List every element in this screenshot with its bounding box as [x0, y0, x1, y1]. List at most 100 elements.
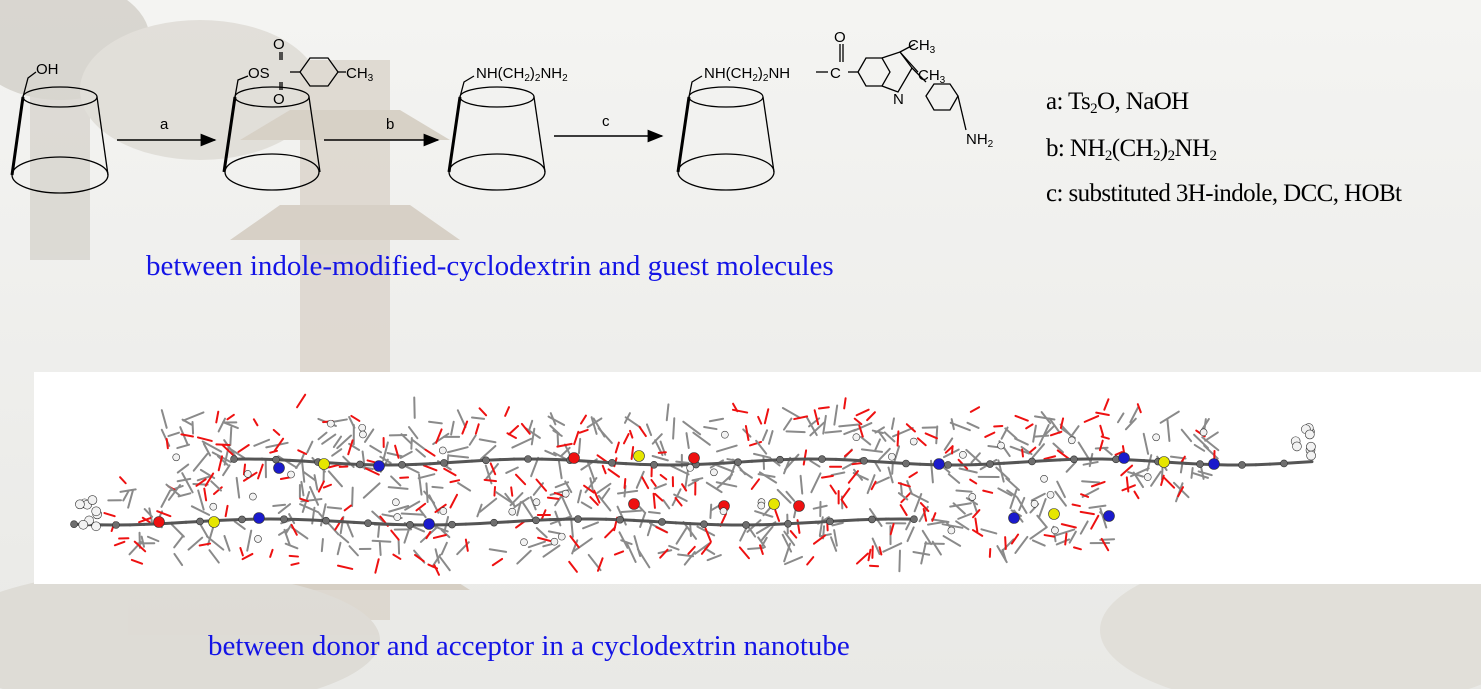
cd-bond [1052, 442, 1064, 454]
cd-bond [222, 421, 239, 430]
cd-bond [1150, 470, 1162, 487]
chain-bond [296, 517, 314, 522]
cd-bond [399, 450, 413, 459]
cd-bond [1059, 423, 1075, 439]
cd-bond [809, 421, 825, 437]
cd-bond [874, 426, 885, 434]
carbon-atom [986, 460, 994, 468]
hydrogen-atom [1152, 433, 1160, 442]
oxygen-bond [257, 463, 264, 480]
oxygen-bond [213, 486, 223, 496]
cd-bond [675, 460, 690, 464]
carbon-atom [910, 515, 918, 523]
cd-bond [971, 497, 978, 513]
hydrogen-atom [686, 464, 694, 472]
oxygen-bond [535, 478, 548, 492]
oxygen-bond [165, 438, 169, 450]
oxygen-bond [793, 415, 809, 421]
oxygen-bond [655, 526, 668, 534]
cd-bond [313, 474, 319, 491]
oxygen-bond [738, 546, 750, 560]
cd-bond [411, 438, 426, 450]
oxygen-bond [435, 428, 443, 444]
hydrogen-atom [561, 489, 570, 498]
oxygen-bond [1021, 448, 1024, 458]
hydrogen-atom [757, 501, 766, 510]
cd-bond [1014, 437, 1029, 446]
cd-bond [301, 490, 311, 513]
carbon-atom [658, 518, 666, 526]
cd-bond [781, 406, 802, 419]
oxygen-bond [820, 474, 834, 479]
hydrogen-atom [1305, 429, 1315, 440]
oxygen-bond [489, 462, 497, 476]
condition-b: b: NH2(CH2)2NH2 [1046, 135, 1217, 164]
cd-bond [949, 502, 972, 508]
condition-a: a: Ts2O, NaOH [1046, 88, 1189, 117]
oxygen-bond [1100, 537, 1110, 552]
cd-bond [516, 549, 532, 565]
oxygen-bond [180, 433, 194, 438]
cd-bond [625, 542, 637, 563]
svg-text:CH3: CH3 [908, 37, 936, 56]
cd-bond [635, 470, 645, 489]
cd-bond [673, 493, 688, 502]
cd-bond [1033, 434, 1050, 438]
cd-bond [852, 422, 873, 432]
cd-bond [582, 521, 599, 530]
oxygen-bond [273, 437, 285, 452]
step-c-label: c [602, 113, 610, 130]
carbon-atom [650, 461, 658, 469]
cd-bond [1197, 470, 1213, 477]
cd-bond [1055, 538, 1071, 546]
cd-bond [947, 473, 961, 484]
hydrogen-atom [959, 451, 967, 459]
oxygen-bond [1095, 411, 1110, 417]
carbon-atom [524, 455, 532, 463]
carbon-atom [490, 518, 498, 527]
cd-bond [1201, 436, 1220, 452]
svg-text:O: O [834, 29, 846, 46]
heteroatom [768, 498, 780, 510]
hydrogen-atom [1143, 473, 1152, 481]
oxygen-bond [350, 414, 361, 422]
cd-bond [1048, 417, 1061, 434]
cd-bond [1031, 539, 1046, 547]
oxygen-bond [343, 504, 352, 512]
oxygen-bond [763, 408, 770, 425]
oxygen-bond [870, 480, 877, 491]
cd-bond [687, 478, 700, 487]
cd-bond [348, 545, 359, 557]
cd-bond [332, 435, 343, 449]
cd-bond [596, 482, 612, 494]
cd-bond [955, 489, 973, 493]
oxygen-bond [897, 482, 911, 488]
cd-bond [905, 518, 913, 531]
cd-bond [653, 483, 667, 490]
cd-bond [685, 432, 690, 450]
oxygen-bond [1004, 536, 1007, 550]
cd-bond [713, 463, 735, 473]
carbon-atom [776, 455, 784, 464]
cd-bond [336, 434, 353, 450]
heteroatom [208, 516, 220, 528]
cd-bond [620, 509, 643, 513]
hydrogen-atom [1306, 441, 1316, 452]
cd-bond [838, 423, 861, 428]
hydrogen-atom [358, 423, 367, 432]
chain-bond [1254, 462, 1272, 467]
cd-bond [906, 526, 915, 543]
cd-bond [378, 541, 382, 556]
oxygen-bond [829, 484, 837, 495]
oxygen-bond [596, 557, 604, 572]
cd-bond [781, 533, 793, 553]
cd-bond [321, 433, 337, 445]
hydrogen-atom [1046, 490, 1055, 499]
oxygen-bond [650, 478, 657, 487]
cyclodextrin-indole-product [676, 43, 967, 191]
chain-bond [456, 459, 474, 464]
cd-bond [616, 505, 627, 526]
cd-bond [966, 421, 980, 429]
cd-bond [173, 552, 184, 567]
cd-bond [1142, 432, 1150, 455]
